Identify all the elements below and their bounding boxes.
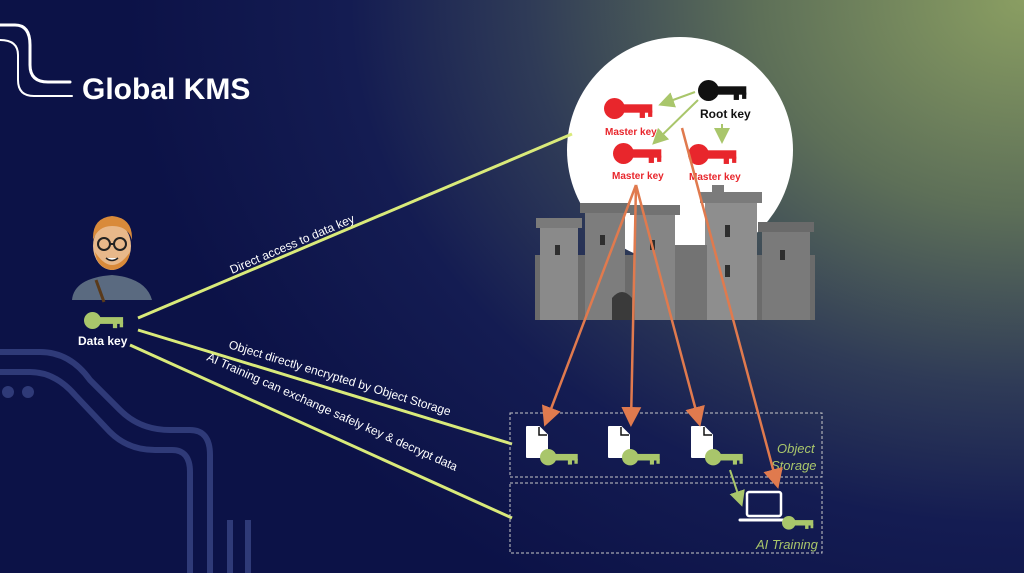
data-key-connections bbox=[129, 132, 573, 520]
page-title: Global KMS bbox=[82, 73, 250, 106]
master-key-3-label: Master key bbox=[689, 172, 741, 183]
object-storage-zone bbox=[509, 412, 823, 478]
root-key-label: Root key bbox=[700, 107, 751, 121]
decor-dots bbox=[2, 386, 34, 398]
object-key-2-icon bbox=[622, 449, 660, 466]
data-key-label: Data key bbox=[78, 334, 128, 348]
laptop-icon bbox=[738, 490, 790, 522]
ai-training-key-icon bbox=[782, 516, 814, 530]
object-storage-label-line2: Storage bbox=[771, 458, 817, 473]
decor-circuit bbox=[0, 349, 251, 573]
edge-label-direct-access: Direct access to data key bbox=[228, 211, 357, 276]
master-key-2-label: Master key bbox=[612, 171, 664, 182]
ai-training-label: AI Training bbox=[755, 537, 819, 552]
master-to-object-arrows bbox=[541, 127, 783, 489]
object-to-ai-arrow bbox=[729, 469, 745, 507]
object-key-1-icon bbox=[540, 449, 578, 466]
castle-icon bbox=[535, 185, 815, 320]
decor-lines bbox=[0, 23, 73, 97]
root-to-master-arrows bbox=[652, 91, 730, 145]
master-key-1-label: Master key bbox=[605, 127, 657, 138]
user-avatar bbox=[72, 216, 152, 303]
data-key-icon bbox=[84, 312, 124, 329]
ai-training-zone bbox=[509, 482, 823, 554]
object-key-3-icon bbox=[705, 449, 743, 466]
object-storage-label-line1: Object bbox=[777, 441, 816, 456]
